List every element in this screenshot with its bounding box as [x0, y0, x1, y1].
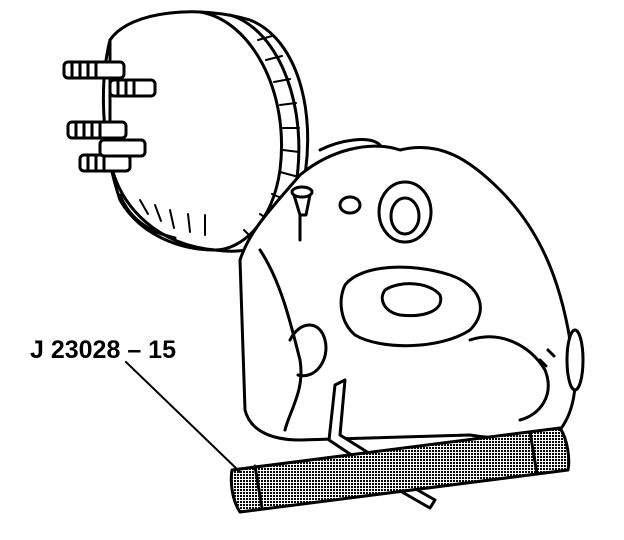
- steering-knuckle: [238, 138, 585, 442]
- wheel-studs: [62, 60, 157, 173]
- tool-j23028-15: [229, 426, 571, 514]
- tool-callout-label: J 23028 – 15: [30, 336, 176, 364]
- callout-leader-line: [125, 361, 241, 473]
